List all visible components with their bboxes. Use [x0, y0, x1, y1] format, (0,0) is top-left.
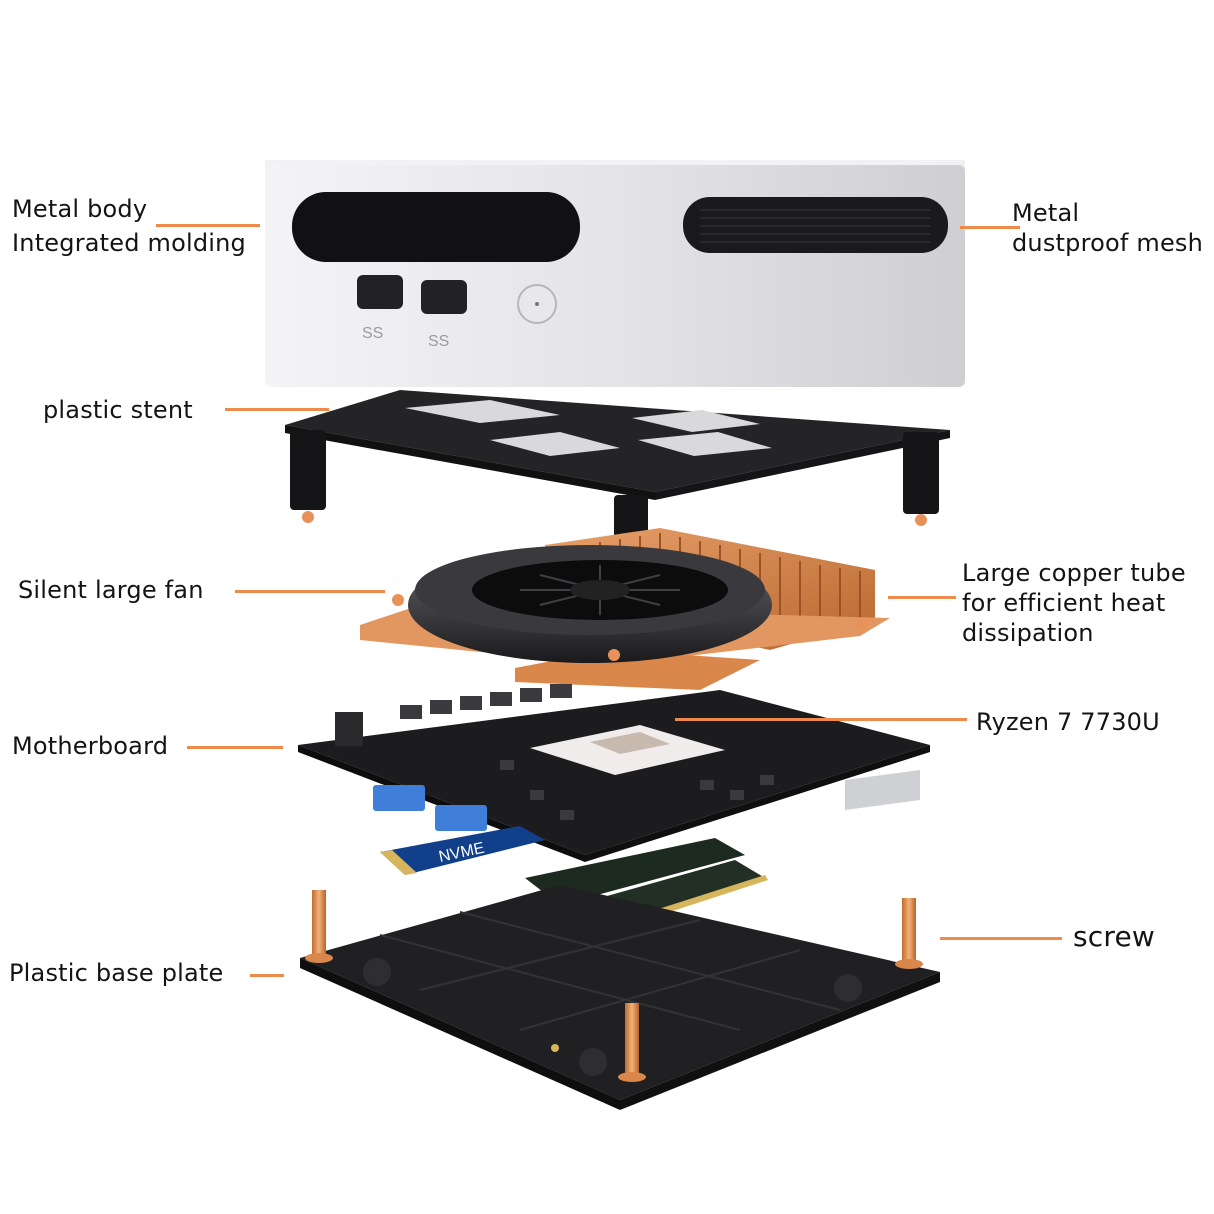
label-metal-body: Metal body Integrated molding — [12, 194, 246, 258]
base-plate — [300, 885, 940, 1110]
label-copper-tube: Large copper tube for efficient heat dis… — [962, 558, 1186, 648]
standoff-screws — [305, 890, 923, 1082]
leader-fan — [235, 590, 385, 593]
power-led — [535, 302, 539, 306]
label-cpu: Ryzen 7 7730U — [976, 708, 1160, 736]
leader-plastic-stent — [225, 408, 329, 411]
fan-screw-3 — [608, 649, 620, 661]
leader-motherboard — [187, 746, 283, 749]
stent-edge-right — [655, 430, 950, 500]
leader-dustproof-mesh — [960, 226, 1020, 229]
usb-mark-1: SS — [362, 325, 383, 342]
screw-2 — [902, 898, 916, 964]
stent-slot-4 — [638, 432, 772, 456]
label-copper-tube-line1: Large copper tube — [962, 559, 1186, 587]
usb-a-2 — [435, 805, 487, 831]
usb-mark-2: SS — [428, 333, 449, 350]
screw-1-nut — [305, 953, 333, 963]
cpu-die — [590, 732, 670, 754]
stent-plate — [285, 390, 950, 492]
fan-screw-1 — [392, 594, 404, 606]
label-metal-body-line1: Metal body — [12, 195, 148, 223]
motherboard: NVME — [298, 684, 930, 932]
stent-foot-2 — [915, 514, 927, 526]
label-motherboard: Motherboard — [12, 732, 169, 760]
usb-port-2 — [421, 280, 467, 314]
cooling-assembly — [360, 528, 890, 690]
case-vent-left — [292, 192, 580, 262]
base-pad-2 — [579, 1048, 607, 1076]
mesh-pattern — [700, 209, 930, 243]
nvme-ssd — [380, 826, 545, 875]
leader-cpu — [675, 718, 967, 721]
dustproof-mesh — [683, 197, 948, 253]
label-fan: Silent large fan — [18, 576, 204, 604]
base-grid — [379, 911, 841, 1031]
nvme-ssd-gold — [380, 850, 417, 875]
usb-a-1 — [373, 785, 425, 811]
leader-base-plate — [250, 974, 284, 977]
leader-copper-tube — [888, 596, 956, 599]
screw-3 — [625, 1003, 639, 1077]
stent-leg-1 — [290, 430, 326, 510]
label-plastic-stent: plastic stent — [43, 396, 193, 424]
stent-slot-1 — [405, 400, 560, 423]
base-pad-3 — [834, 974, 862, 1002]
metal-case: SS SS — [265, 160, 965, 387]
label-dustproof-mesh: Metal dustproof mesh — [1012, 198, 1203, 258]
leader-metal-body — [156, 224, 260, 227]
stent-leg-2 — [903, 432, 939, 514]
stent-slot-2 — [632, 410, 760, 432]
label-base-plate: Plastic base plate — [9, 959, 224, 987]
label-metal-body-line2: Integrated molding — [12, 229, 246, 257]
stent-slot-3 — [490, 432, 620, 456]
board-connector — [335, 712, 363, 746]
stent-foot-1 — [302, 511, 314, 523]
label-copper-tube-line3: dissipation — [962, 619, 1094, 647]
label-screw: screw — [1073, 920, 1156, 953]
board-edge-right — [585, 745, 930, 862]
usb-port-1 — [357, 275, 403, 309]
io-connector — [845, 770, 920, 810]
stent-edge — [285, 425, 655, 500]
fan-screw-2 — [856, 618, 868, 630]
base-edge — [300, 958, 620, 1110]
screw-2-nut — [895, 959, 923, 969]
leader-screw — [940, 937, 1062, 940]
fan-hub — [570, 580, 630, 600]
label-dustproof-mesh-line1: Metal — [1012, 199, 1080, 227]
ram-module-1 — [525, 838, 745, 905]
base-edge-right — [620, 972, 940, 1110]
screw-1 — [312, 890, 326, 958]
base-surface — [300, 885, 940, 1100]
screw-3-nut — [618, 1072, 646, 1082]
plastic-stent — [285, 390, 950, 592]
board-components — [400, 684, 774, 820]
label-dustproof-mesh-line2: dustproof mesh — [1012, 229, 1204, 257]
label-copper-tube-line2: for efficient heat — [962, 589, 1166, 617]
base-pad-1 — [363, 958, 391, 986]
base-pad-4 — [551, 1044, 559, 1052]
